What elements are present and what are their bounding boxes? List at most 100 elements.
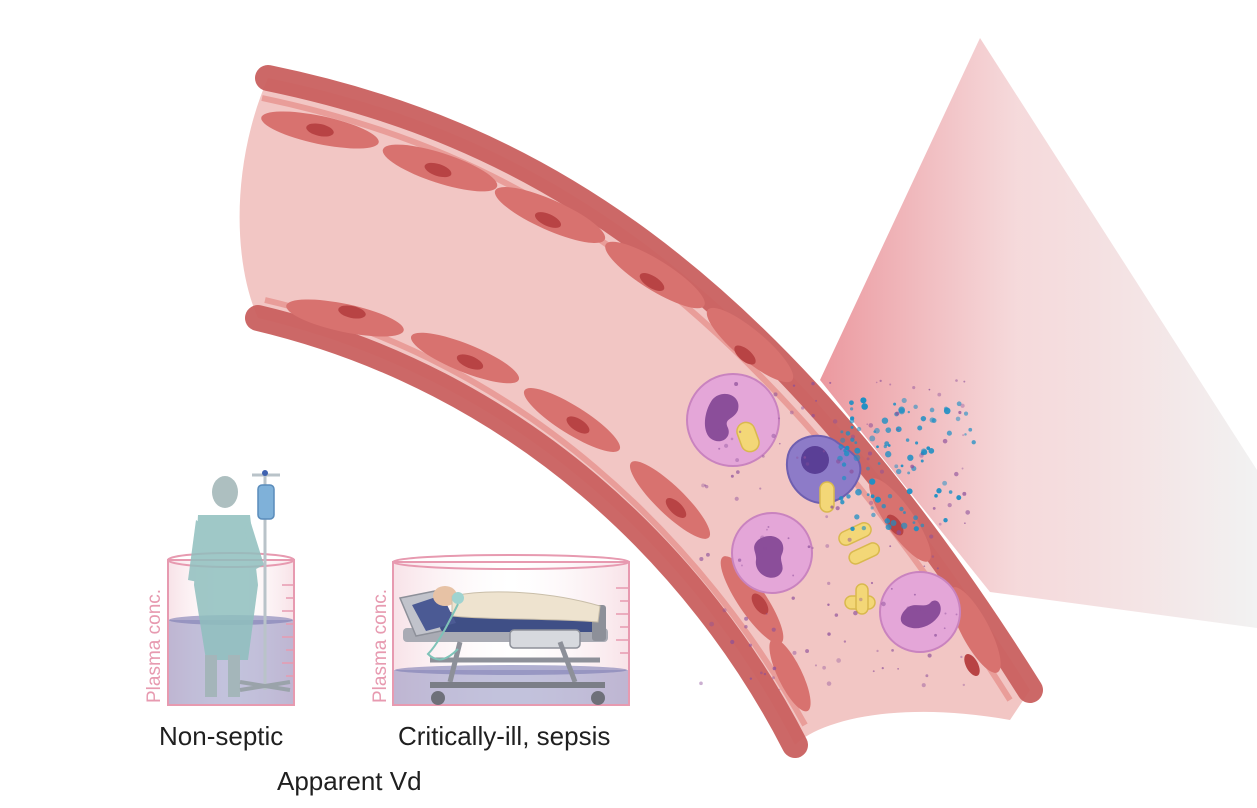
particle xyxy=(730,437,734,441)
particle xyxy=(871,512,876,518)
particle xyxy=(866,457,870,461)
particle xyxy=(907,454,914,461)
particle xyxy=(872,670,875,673)
endothelial-cells-upper xyxy=(261,111,1001,676)
bacterium-2 xyxy=(819,481,835,513)
particle xyxy=(836,459,841,464)
particle xyxy=(955,379,958,382)
neutrophil-3 xyxy=(879,571,961,653)
particle xyxy=(926,446,931,451)
particle xyxy=(767,526,770,528)
particle xyxy=(838,496,844,501)
particle xyxy=(894,464,899,469)
particle xyxy=(734,381,739,386)
particle xyxy=(912,386,916,390)
particle xyxy=(763,672,767,676)
particle xyxy=(850,425,854,429)
particle xyxy=(874,496,881,503)
particle xyxy=(923,609,928,614)
particle xyxy=(778,417,781,420)
particle xyxy=(854,514,860,520)
particle xyxy=(890,520,897,526)
particle xyxy=(964,433,967,436)
particle xyxy=(925,674,929,678)
particle xyxy=(962,491,967,496)
particle xyxy=(938,522,942,526)
immune-cells xyxy=(686,373,961,653)
particle xyxy=(761,454,765,458)
particle xyxy=(963,411,969,416)
particle xyxy=(744,616,749,621)
particle xyxy=(856,426,862,432)
particle xyxy=(937,392,942,397)
particle xyxy=(869,478,876,485)
particle xyxy=(956,495,962,501)
particle xyxy=(916,606,921,612)
particle xyxy=(921,683,926,688)
particle xyxy=(701,483,706,488)
particle xyxy=(885,524,892,531)
particle xyxy=(827,632,831,636)
particle xyxy=(736,470,740,474)
particle xyxy=(896,530,902,535)
macrophage xyxy=(785,434,862,505)
particle xyxy=(906,488,913,495)
non-septic-caption: Non-septic xyxy=(159,721,284,751)
particle xyxy=(943,518,948,523)
bacteria-cluster xyxy=(838,522,881,615)
particle xyxy=(759,487,762,490)
particle xyxy=(789,410,794,415)
particle xyxy=(838,444,844,450)
neutrophil-1 xyxy=(686,373,780,467)
particle xyxy=(903,511,906,514)
particle xyxy=(961,467,964,470)
particle xyxy=(834,613,839,617)
particle xyxy=(923,565,926,568)
particle xyxy=(827,603,830,607)
particle xyxy=(962,434,965,437)
particle xyxy=(843,450,850,457)
particle xyxy=(929,534,934,539)
particle xyxy=(737,558,742,562)
particle xyxy=(907,471,911,475)
particle xyxy=(954,471,959,477)
particle xyxy=(912,521,916,525)
particle xyxy=(803,456,807,459)
particle xyxy=(825,544,830,548)
particle xyxy=(706,552,710,557)
particle xyxy=(870,506,874,510)
standing-patient-figure xyxy=(188,476,264,697)
particle xyxy=(928,448,935,454)
particle xyxy=(771,433,776,439)
particle xyxy=(867,451,873,456)
particle xyxy=(891,648,894,652)
particle xyxy=(722,608,727,613)
particle xyxy=(877,462,881,465)
right-axis-label: Plasma conc. xyxy=(370,589,391,703)
particle xyxy=(885,451,892,458)
particle xyxy=(841,475,847,481)
particle xyxy=(748,643,753,647)
particle xyxy=(759,553,763,558)
particle xyxy=(955,416,961,422)
particle xyxy=(861,525,867,531)
particle xyxy=(843,640,847,643)
particle xyxy=(744,625,748,629)
particle xyxy=(901,397,907,404)
particle xyxy=(946,430,952,436)
particle xyxy=(928,388,931,391)
particle xyxy=(730,639,735,645)
particle xyxy=(861,403,868,410)
particle xyxy=(760,671,763,675)
particle xyxy=(724,443,729,448)
particle xyxy=(776,570,780,574)
particle xyxy=(854,441,858,445)
endothelial-cells-lower xyxy=(286,299,811,712)
particle xyxy=(791,596,795,600)
particle xyxy=(906,606,911,611)
particle xyxy=(765,612,768,615)
particle xyxy=(766,528,768,531)
particle xyxy=(897,667,899,670)
particle xyxy=(907,410,910,414)
particle xyxy=(826,681,832,686)
